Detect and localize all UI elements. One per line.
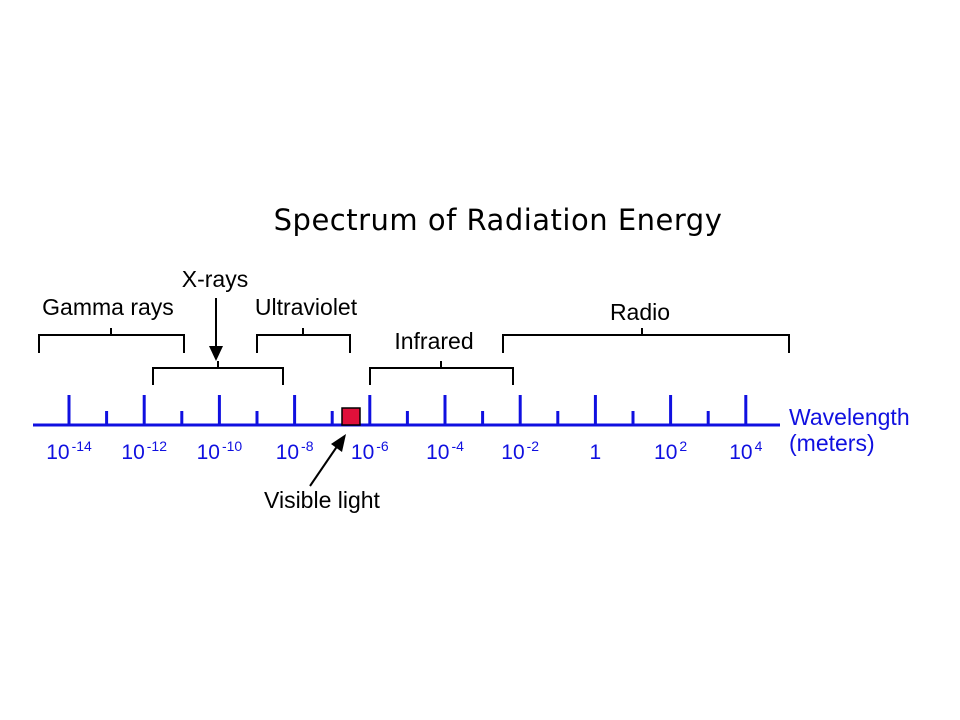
tick-label: 10-4 xyxy=(426,438,464,464)
visible-light-arrow xyxy=(309,434,346,487)
tick-label: 1 xyxy=(590,441,602,464)
axis-label-wavelength: Wavelength xyxy=(789,404,910,430)
axis-ticks xyxy=(67,395,748,425)
visible-light-marker xyxy=(341,407,361,426)
tick-label: 10-12 xyxy=(121,438,167,464)
gamma-rays-bracket xyxy=(38,328,185,353)
ultraviolet-label: Ultraviolet xyxy=(255,294,358,320)
x-rays-label: X-rays xyxy=(182,266,248,292)
visible-light-label: Visible light xyxy=(264,487,381,513)
band-brackets xyxy=(38,328,790,385)
radio-label: Radio xyxy=(610,299,670,325)
x-rays-bracket xyxy=(152,361,284,385)
tick-label: 10-10 xyxy=(197,438,243,464)
infrared-bracket xyxy=(369,361,514,385)
radio-bracket xyxy=(502,328,790,353)
tick-label: 10-2 xyxy=(501,438,539,464)
diagram-title: Spectrum of Radiation Energy xyxy=(274,203,723,237)
tick-label: 10-14 xyxy=(46,438,92,464)
tick-label: 10-8 xyxy=(276,438,314,464)
axis-label-meters: (meters) xyxy=(789,430,875,456)
ultraviolet-bracket xyxy=(256,328,351,353)
gamma-rays-label: Gamma rays xyxy=(42,294,174,320)
infrared-label: Infrared xyxy=(394,328,473,354)
x-rays-arrow xyxy=(209,298,223,361)
tick-label: 10-6 xyxy=(351,438,389,464)
